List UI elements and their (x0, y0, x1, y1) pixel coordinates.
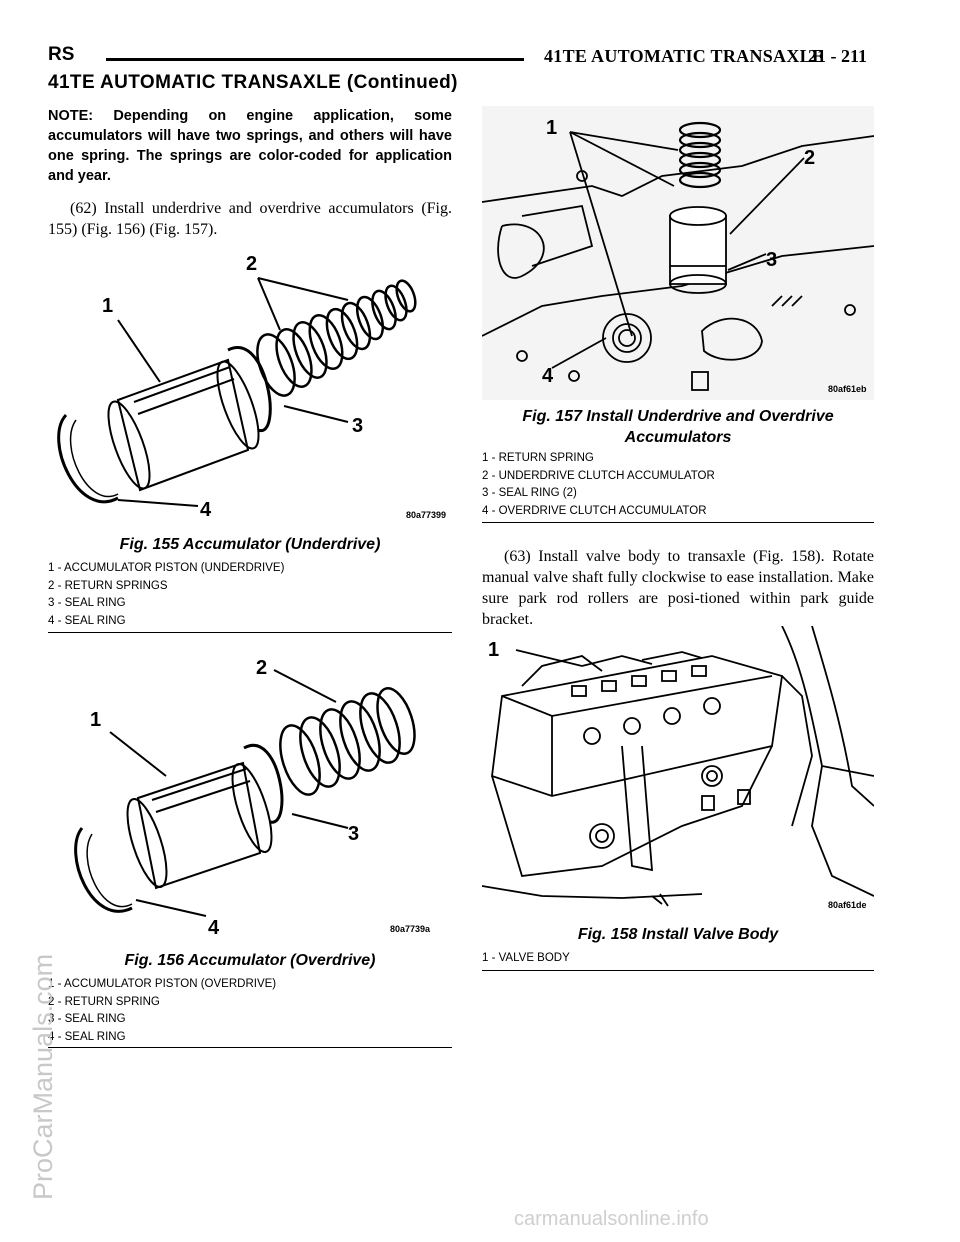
fig-157-legend: 1 - RETURN SPRING 2 - UNDERDRIVE CLUTCH … (482, 450, 715, 520)
fig-155-rule (48, 632, 452, 633)
fig-157-callout-3: 3 (766, 249, 777, 271)
fig-155-legend: 1 - ACCUMULATOR PISTON (UNDERDRIVE) 2 - … (48, 560, 284, 630)
page-number: 21 - 211 (808, 46, 868, 66)
note-paragraph: NOTE: Depending on engine application, s… (48, 108, 452, 184)
fig-156-legend-item: 2 - RETURN SPRING (48, 995, 160, 1008)
fig-157-legend-item: 4 - OVERDRIVE CLUTCH ACCUMULATOR (482, 504, 707, 517)
footer-watermark: carmanualsonline.info (514, 1208, 709, 1230)
fig-155-callout-3: 3 (352, 415, 363, 437)
fig-155-legend-item: 4 - SEAL RING (48, 614, 126, 627)
header-title: 41TE AUTOMATIC TRANSAXLE (544, 46, 825, 66)
fig-155-legend-item: 1 - ACCUMULATOR PISTON (UNDERDRIVE) (48, 562, 285, 574)
fig-157-title: Fig. 157 Install Underdrive and Overdriv… (522, 408, 834, 446)
fig-155-legend-item: 2 - RETURN SPRINGS (48, 579, 168, 592)
fig-156-legend: 1 - ACCUMULATOR PISTON (OVERDRIVE) 2 - R… (48, 976, 276, 1046)
fig-158-illustration: 1 80af61de (482, 626, 874, 910)
step-63-paragraph: (63) Install valve body to transaxle (Fi… (482, 548, 874, 628)
fig-158-legend: 1 - VALVE BODY (482, 950, 570, 968)
fig-156-legend-item: 1 - ACCUMULATOR PISTON (OVERDRIVE) (48, 978, 277, 990)
fig-156-title: Fig. 156 Accumulator (Overdrive) (124, 952, 376, 969)
fig-155-title: Fig. 155 Accumulator (Underdrive) (119, 536, 381, 553)
fig-155-code: 80a77399 (406, 510, 446, 520)
fig-156-code: 80a7739a (390, 924, 431, 934)
fig-155-illustration: 1 2 3 4 80a77399 (57, 253, 446, 521)
fig-158-code: 80af61de (828, 900, 867, 910)
fig-157-callout-2: 2 (804, 147, 815, 169)
fig-157-legend-item: 1 - RETURN SPRING (482, 452, 594, 464)
fig-155-legend-item: 3 - SEAL RING (48, 597, 126, 609)
fig-157-legend-item: 2 - UNDERDRIVE CLUTCH ACCUMULATOR (482, 469, 715, 482)
header-section-code: RS (48, 44, 75, 65)
header-rule (106, 58, 524, 61)
fig-157-callout-1: 1 (546, 117, 557, 139)
section-title: 41TE AUTOMATIC TRANSAXLE (Continued) (48, 72, 458, 93)
fig-156-legend-item: 4 - SEAL RING (48, 1030, 126, 1043)
fig-155-callout-4: 4 (200, 499, 212, 521)
fig-156-illustration: 1 2 3 4 80a7739a (74, 657, 431, 939)
fig-158-legend-item: 1 - VALVE BODY (482, 952, 570, 964)
fig-157-illustration: 1 2 3 4 80af61eb (482, 106, 874, 400)
fig-156-legend-item: 3 - SEAL RING (48, 1013, 126, 1025)
side-watermark: ProCarManuals.com (28, 953, 58, 1200)
fig-156-callout-4: 4 (208, 917, 220, 939)
fig-156-callout-2: 2 (256, 657, 267, 679)
fig-157-code: 80af61eb (828, 384, 867, 394)
fig-156-callout-1: 1 (90, 709, 101, 731)
fig-156-rule (48, 1047, 452, 1048)
fig-158-title: Fig. 158 Install Valve Body (577, 926, 779, 943)
fig-155-callout-1: 1 (102, 295, 113, 317)
step-62-paragraph: (62) Install underdrive and overdrive ac… (48, 200, 452, 238)
fig-157-rule (482, 522, 874, 523)
fig-158-rule (482, 970, 874, 971)
fig-155-callout-2: 2 (246, 253, 257, 275)
fig-157-callout-4: 4 (542, 365, 554, 387)
fig-157-legend-item: 3 - SEAL RING (2) (482, 487, 577, 499)
fig-156-callout-3: 3 (348, 823, 359, 845)
fig-158-callout-1: 1 (488, 639, 499, 661)
